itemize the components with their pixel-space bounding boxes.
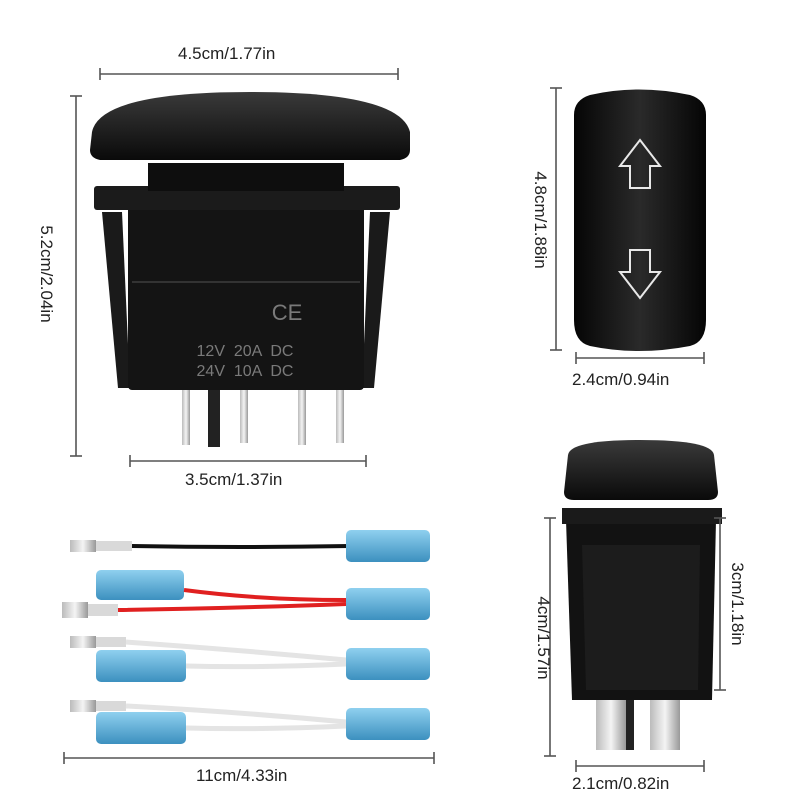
dim-rocker-height: 4.8cm/1.88in	[531, 171, 550, 269]
wire-white	[70, 636, 430, 682]
dim-top-width: 4.5cm/1.77in	[178, 44, 276, 63]
switch-front-view: CE 12V 20A DC 24V 10A DC	[90, 92, 410, 447]
rating-line-1: 12V 20A DC	[197, 343, 294, 360]
terminal-pin	[182, 385, 190, 445]
wire-white	[70, 700, 430, 744]
terminal-pin	[240, 385, 248, 443]
dim-body-width: 3.5cm/1.37in	[185, 470, 283, 489]
wire-red	[62, 570, 430, 620]
terminal-pin	[208, 385, 220, 447]
terminal-pin	[336, 385, 344, 443]
mounting-clip	[362, 212, 390, 388]
dim-side-height: 4cm/1.57in	[534, 596, 553, 680]
arrow-up-icon	[617, 138, 663, 189]
switch-flange	[94, 186, 400, 210]
dim-side-body-height: 3cm/1.18in	[728, 562, 747, 646]
dimension-lines-rocker	[550, 87, 705, 364]
ce-mark: CE	[272, 300, 303, 325]
dimension-lines-side	[544, 517, 726, 772]
terminal-pin	[298, 385, 306, 445]
rocker-cap	[564, 440, 718, 500]
wire-black	[70, 530, 430, 562]
switch-side-view	[562, 440, 722, 750]
dim-wire-length: 11cm/4.33in	[196, 766, 288, 785]
dim-switch-height: 5.2cm/2.04in	[37, 225, 56, 323]
rocker-cap	[90, 92, 410, 160]
wire-harness	[62, 530, 430, 744]
rocker-top-view	[574, 89, 706, 351]
dim-rocker-width: 2.4cm/0.94in	[572, 370, 670, 389]
rating-line-2: 24V 10A DC	[197, 363, 294, 380]
dimension-lines-front	[70, 68, 399, 467]
dimension-lines-wire	[63, 752, 435, 764]
mounting-clip	[102, 212, 130, 388]
switch-body	[128, 200, 364, 390]
rocker-face	[574, 89, 706, 351]
arrow-down-icon	[617, 249, 663, 300]
dim-side-width: 2.1cm/0.82in	[572, 774, 670, 793]
